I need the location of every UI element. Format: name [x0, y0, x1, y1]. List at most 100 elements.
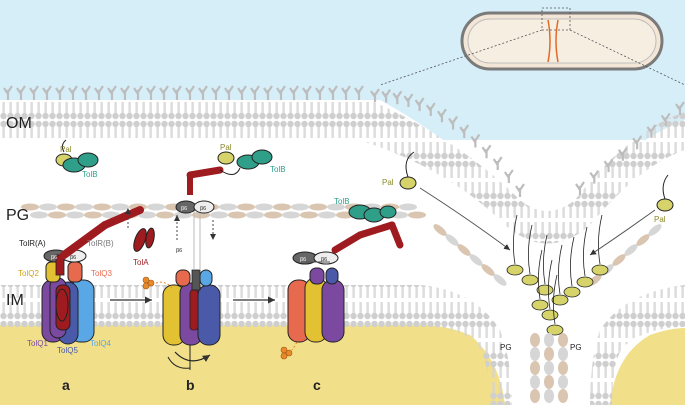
- lps-sugar: [370, 88, 380, 102]
- pg-strand: [445, 234, 459, 246]
- pg-strand: [636, 234, 650, 246]
- label-tolb-b: TolB: [270, 165, 286, 174]
- pal-tolb-group-b: [217, 149, 273, 170]
- label-tolq1: TolQ1: [27, 339, 48, 348]
- proton-cluster-c: [280, 334, 301, 360]
- pal-tolb-group-c: [348, 204, 397, 223]
- lps-sugar: [675, 101, 685, 115]
- label-pal-far-right: Pal: [654, 215, 666, 224]
- pal-molecule: [536, 284, 554, 296]
- complex-c: [287, 221, 404, 343]
- pg-septum-strand: [544, 347, 554, 361]
- lps-sugar: [470, 133, 481, 148]
- lps-layer: [3, 85, 685, 197]
- lps-sugar: [425, 102, 436, 117]
- pg-septum-strand: [544, 375, 554, 389]
- lps-sugar: [42, 85, 52, 100]
- pg-strand: [300, 211, 318, 219]
- pg-strand: [84, 211, 102, 219]
- pg-septum-strand: [544, 333, 554, 347]
- pg-septum-strand: [558, 347, 568, 361]
- pg-strand: [66, 211, 84, 219]
- label-b6-c1: β6: [300, 257, 306, 263]
- pg-strand: [93, 203, 111, 211]
- pg-strand: [624, 244, 638, 256]
- pg-septum-strand: [558, 333, 568, 347]
- lps-sugar: [354, 85, 364, 100]
- lps-sugar: [237, 85, 247, 100]
- label-tolb-c: TolB: [334, 197, 350, 206]
- pg-strand: [237, 203, 255, 211]
- label-tolb-a: TolB: [82, 170, 98, 179]
- pg-strand: [39, 203, 57, 211]
- pg-strand: [210, 211, 228, 219]
- label-b6-b1: β6: [181, 206, 187, 212]
- outer-membrane: [0, 100, 685, 244]
- pg-strand: [246, 211, 264, 219]
- lps-sugar: [185, 85, 195, 100]
- lps-sugar: [381, 88, 392, 103]
- label-pg-bottom-left: PG: [500, 343, 512, 352]
- lps-sugar: [392, 90, 403, 105]
- pg-strand: [408, 211, 426, 219]
- label-panel-c: c: [313, 377, 321, 393]
- lps-sugar: [437, 108, 447, 123]
- lps-sugar: [276, 85, 286, 100]
- pg-septum-strand: [558, 375, 568, 389]
- lps-sugar: [133, 85, 143, 100]
- pal-septum-cluster: [506, 214, 609, 336]
- lps-sugar: [211, 85, 221, 100]
- lps-sugar: [646, 124, 657, 138]
- pal-tolb-group-a: [55, 139, 99, 173]
- pg-septum-strand: [530, 375, 540, 389]
- lps-sugar: [341, 85, 351, 100]
- lps-sugar: [68, 85, 78, 100]
- lps-sugar: [289, 85, 299, 100]
- pg-strand: [111, 203, 129, 211]
- cytoplasm-right: [610, 328, 685, 405]
- pg-strand: [156, 211, 174, 219]
- label-tolq3: TolQ3: [91, 269, 112, 278]
- pg-strand: [147, 203, 165, 211]
- lps-sugar: [159, 85, 169, 100]
- lps-sugar: [660, 112, 671, 127]
- lps-sugar: [315, 85, 325, 100]
- lps-sugar: [589, 169, 600, 184]
- lps-sugar: [481, 144, 492, 159]
- pal-molecule: [531, 299, 549, 311]
- pal-molecule: [521, 274, 539, 286]
- pal-lipid-tail: [538, 249, 543, 300]
- cytoplasm-left: [0, 324, 505, 405]
- pg-strand: [75, 203, 93, 211]
- label-om: OM: [6, 115, 32, 132]
- label-tola: TolA: [133, 258, 149, 267]
- lps-sugar: [575, 181, 585, 195]
- lps-sugar: [448, 115, 458, 130]
- lps-sugar: [459, 124, 470, 138]
- lps-sugar: [603, 158, 614, 173]
- lps-sugar: [29, 85, 39, 100]
- pal-lipid-tail: [543, 234, 548, 285]
- pg-strand: [219, 203, 237, 211]
- cell-inset: [379, 7, 685, 86]
- lps-sugar: [81, 85, 91, 100]
- label-b6-c2: β6: [321, 257, 327, 263]
- pg-strand: [457, 244, 471, 256]
- pg-septum-strand: [530, 333, 540, 347]
- pg-strand: [255, 203, 273, 211]
- pg-septum-strand: [544, 361, 554, 375]
- pg-septum-strand: [530, 347, 540, 361]
- pal-molecule: [576, 276, 594, 288]
- label-pg: PG: [6, 207, 29, 224]
- proton-cluster-b: [142, 276, 173, 290]
- pg-septum-strand: [558, 361, 568, 375]
- complex-b: [162, 166, 241, 370]
- lps-sugar: [414, 97, 425, 111]
- lps-sugar: [107, 85, 117, 100]
- pal-molecule: [551, 294, 569, 306]
- lps-sugar: [198, 85, 208, 100]
- pal-lipid-tail: [570, 236, 575, 287]
- pal-molecule: [563, 286, 581, 298]
- pg-strand: [30, 211, 48, 219]
- pal-lipid-tail: [583, 226, 588, 277]
